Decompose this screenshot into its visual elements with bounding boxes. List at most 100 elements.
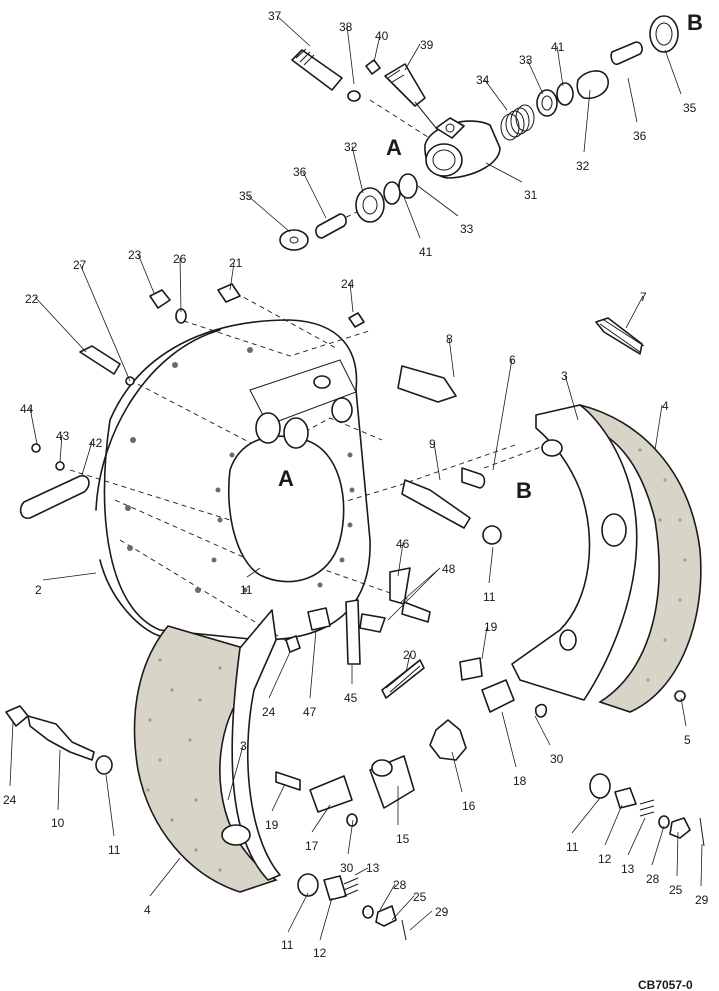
part-callout-3: 3 xyxy=(240,739,247,753)
leader-line-41 xyxy=(403,196,421,239)
part-callout-40: 40 xyxy=(375,29,389,43)
leader-line-9 xyxy=(433,442,441,481)
part-callout-37: 37 xyxy=(268,9,282,23)
leader-line-11 xyxy=(246,567,261,578)
leader-line-36 xyxy=(302,171,327,219)
part-callout-46: 46 xyxy=(396,537,410,551)
part-callout-47: 47 xyxy=(303,705,317,719)
part-callout-2: 2 xyxy=(35,583,42,597)
part-callout-15: 15 xyxy=(396,832,410,846)
leader-line-40 xyxy=(373,34,381,63)
leader-line-44 xyxy=(29,407,38,445)
brake-shoe-lining-right xyxy=(511,403,702,713)
leader-line-31 xyxy=(485,162,523,183)
part-callout-39: 39 xyxy=(420,38,434,52)
part-callout-30: 30 xyxy=(340,861,354,875)
part-callout-4: 4 xyxy=(144,903,151,917)
part-callout-42: 42 xyxy=(89,436,103,450)
cylinder-pistons-springs xyxy=(279,15,679,251)
ref-mark-A: A xyxy=(386,135,402,160)
leader-line-39 xyxy=(404,43,421,71)
part-callout-44: 44 xyxy=(20,402,34,416)
bleeder-screw-parts xyxy=(291,48,437,129)
part-callout-4: 4 xyxy=(662,399,669,413)
part-callout-12: 12 xyxy=(598,852,612,866)
part-callout-24: 24 xyxy=(3,793,17,807)
leader-line-24 xyxy=(268,651,291,699)
leader-line-11 xyxy=(287,892,309,933)
part-callout-45: 45 xyxy=(344,691,358,705)
leader-line-10 xyxy=(57,749,61,811)
leader-line-27 xyxy=(79,263,131,382)
part-callout-26: 26 xyxy=(173,252,187,266)
part-callout-32: 32 xyxy=(344,140,358,154)
leader-line-29 xyxy=(700,843,703,887)
part-callout-32: 32 xyxy=(576,159,590,173)
leader-line-13 xyxy=(354,867,369,876)
leader-line-35 xyxy=(664,49,682,95)
part-callout-35: 35 xyxy=(683,101,697,115)
wheel-cylinder-31 xyxy=(424,117,501,179)
leader-line-3 xyxy=(227,745,244,801)
part-callout-6: 6 xyxy=(509,353,516,367)
leader-line-11 xyxy=(105,774,115,837)
callout-leaders xyxy=(9,15,703,941)
part-callout-29: 29 xyxy=(435,905,449,919)
leader-line-4 xyxy=(654,404,663,451)
leader-line-47 xyxy=(309,629,317,699)
part-callout-11: 11 xyxy=(108,843,121,857)
backing-plate-2 xyxy=(95,319,371,641)
part-callout-19: 19 xyxy=(265,818,279,832)
leader-line-41 xyxy=(556,45,564,87)
leader-line-32 xyxy=(583,89,591,153)
leader-line-18 xyxy=(501,711,517,768)
part-callout-30: 30 xyxy=(550,752,564,766)
part-callout-48: 48 xyxy=(442,562,456,576)
leader-line-5 xyxy=(680,697,687,727)
leader-line-43 xyxy=(59,434,63,463)
part-callout-7: 7 xyxy=(640,290,647,304)
hardware-parts xyxy=(5,283,705,941)
leader-line-21 xyxy=(229,262,235,291)
part-callout-28: 28 xyxy=(393,878,407,892)
brake-shoe-lining-left xyxy=(133,609,281,893)
part-callout-18: 18 xyxy=(513,774,527,788)
part-callout-8: 8 xyxy=(446,332,453,346)
part-callout-3: 3 xyxy=(561,369,568,383)
leader-line-13 xyxy=(627,817,646,856)
part-callout-33: 33 xyxy=(460,222,474,236)
part-callout-36: 36 xyxy=(633,129,647,143)
part-callout-28: 28 xyxy=(646,872,660,886)
leader-line-38 xyxy=(346,25,355,85)
part-callout-33: 33 xyxy=(519,53,533,67)
ref-mark-B: B xyxy=(516,478,532,503)
leader-line-11 xyxy=(488,546,494,584)
part-callout-27: 27 xyxy=(73,258,87,272)
part-callout-19: 19 xyxy=(484,620,498,634)
part-callout-38: 38 xyxy=(339,20,353,34)
leader-line-7 xyxy=(625,295,644,329)
leader-line-36 xyxy=(627,77,638,123)
figure-id: CB7057-0 xyxy=(638,978,693,991)
leader-line-8 xyxy=(448,337,455,378)
leader-line-19 xyxy=(271,783,286,812)
part-callout-43: 43 xyxy=(56,429,70,443)
leader-line-34 xyxy=(483,78,508,111)
leader-line-28 xyxy=(651,825,665,866)
part-callout-24: 24 xyxy=(262,705,276,719)
part-callout-25: 25 xyxy=(669,883,683,897)
leader-line-42 xyxy=(81,441,93,476)
part-callout-29: 29 xyxy=(695,893,709,907)
part-callout-20: 20 xyxy=(403,648,417,662)
leader-line-33 xyxy=(526,58,544,95)
leader-line-24 xyxy=(349,282,354,313)
leader-line-3 xyxy=(564,374,579,421)
leader-line-4 xyxy=(149,857,181,897)
part-callout-21: 21 xyxy=(229,256,243,270)
leader-line-22 xyxy=(34,296,87,353)
leader-line-2 xyxy=(42,572,97,581)
part-callout-34: 34 xyxy=(476,73,490,87)
leader-line-6 xyxy=(492,358,513,471)
